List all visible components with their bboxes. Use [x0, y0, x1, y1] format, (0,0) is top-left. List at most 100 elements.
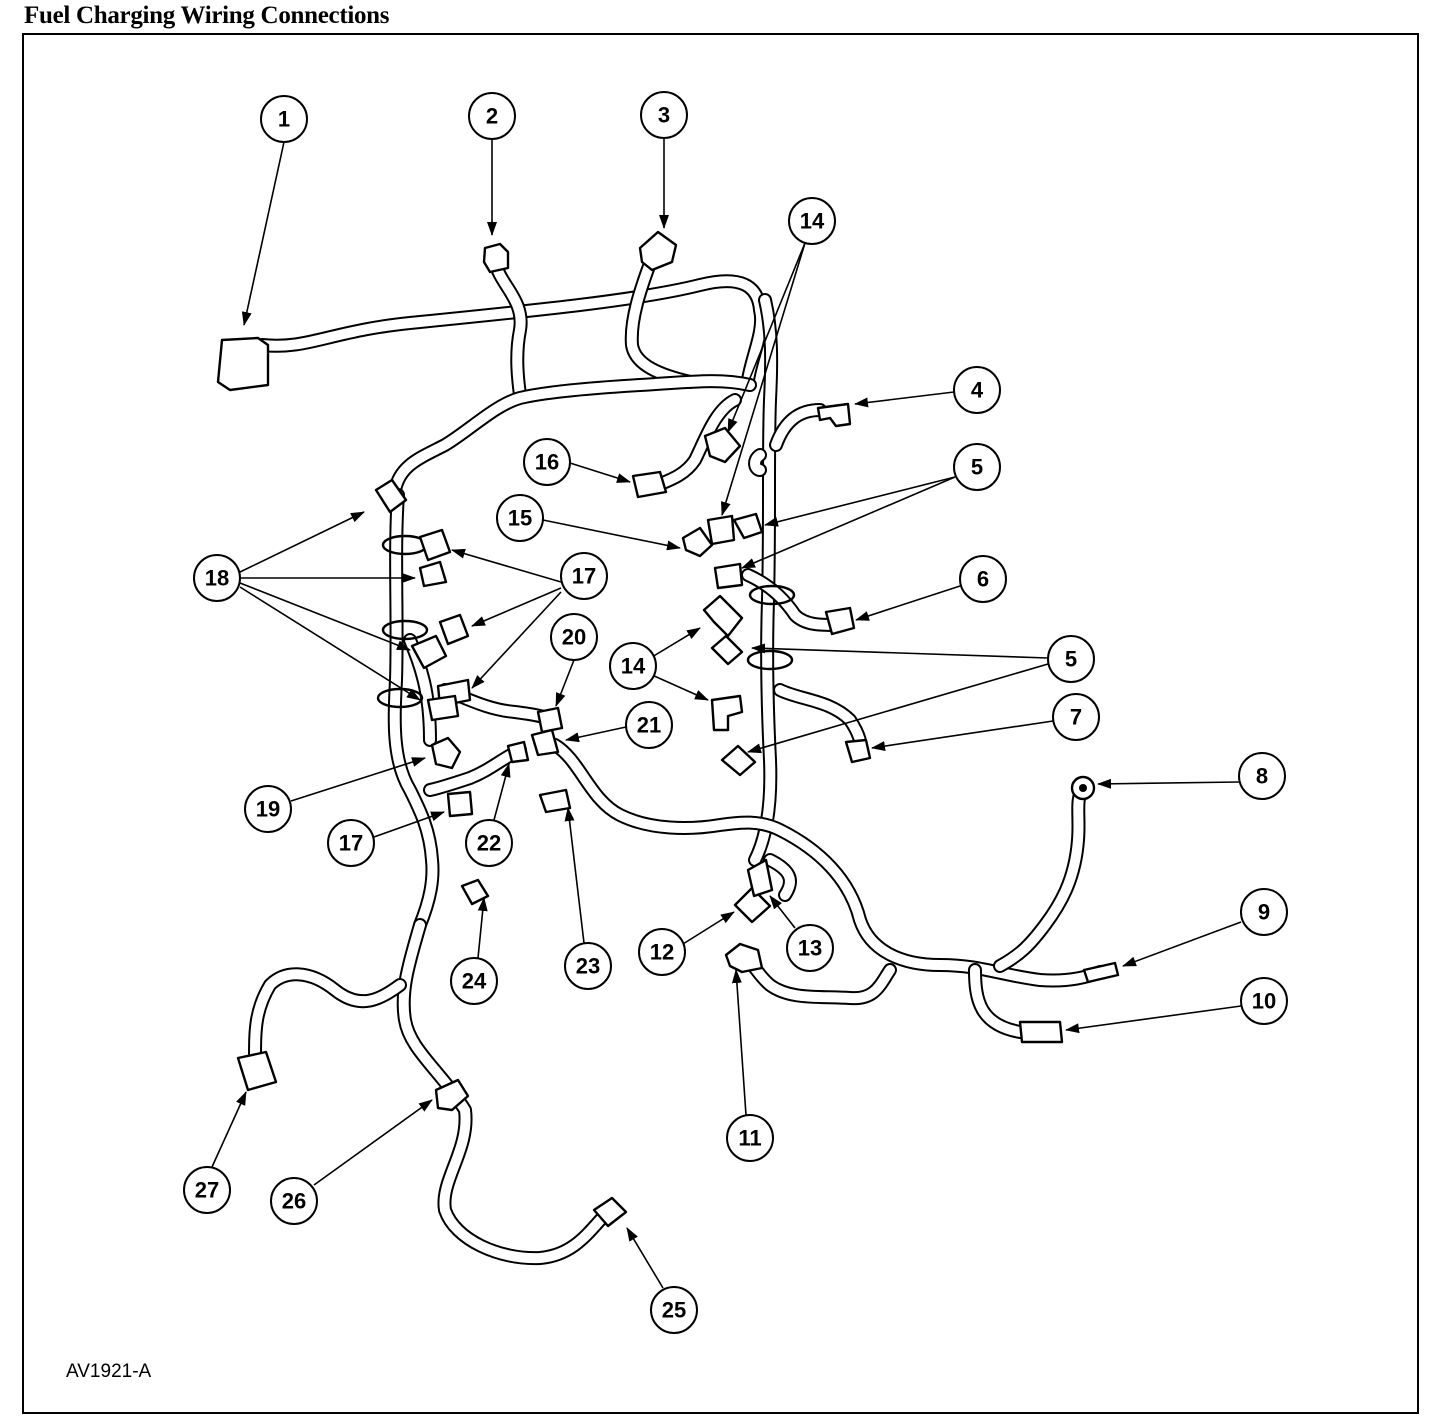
leader-line-37 [211, 1091, 247, 1168]
diagram-title: Fuel Charging Wiring Connections [24, 2, 390, 29]
callout-13: 13 [786, 924, 834, 972]
wire-bundle-core-19 [425, 745, 525, 795]
connector-17b [438, 613, 470, 646]
wire-bundle-core-4 [390, 376, 755, 495]
svg-text:17: 17 [572, 564, 596, 589]
connector-9 [1082, 961, 1120, 984]
callout-18: 18 [193, 554, 241, 602]
callout-10: 10 [1240, 977, 1288, 1025]
leader-line-6 [854, 391, 955, 408]
connector-4 [816, 402, 852, 428]
leader-line-28 [373, 811, 445, 838]
connector-14d [710, 694, 744, 732]
svg-text:23: 23 [576, 954, 600, 979]
connector-group [216, 230, 1120, 1228]
leader-line-27 [290, 757, 426, 802]
svg-text:4: 4 [971, 378, 984, 403]
connector-15 [681, 526, 714, 558]
svg-text:8: 8 [1256, 764, 1268, 789]
svg-text:19: 19 [256, 797, 280, 822]
connector-14b [706, 514, 736, 546]
callout-25: 25 [650, 1286, 698, 1334]
leader-line-32 [769, 895, 796, 929]
callout-4: 4 [953, 366, 1001, 414]
wire-bundle-core-16 [995, 783, 1088, 971]
wire-clip-3 [376, 687, 424, 709]
leader-line-11 [239, 511, 365, 573]
connector-21 [530, 728, 560, 757]
leader-line-24 [565, 726, 627, 743]
leader-line-7 [569, 462, 631, 483]
connector-3 [638, 230, 678, 272]
wire-bundle-core-10 [750, 450, 765, 475]
connector-25 [592, 1196, 628, 1228]
wire-bundle-core-18 [743, 957, 895, 1004]
callout-5: 5 [1047, 635, 1095, 683]
leader-line-38 [313, 1099, 433, 1186]
callout-22: 22 [465, 819, 513, 867]
callout-2: 2 [468, 92, 516, 140]
svg-text:6: 6 [977, 567, 989, 592]
connector-11 [724, 942, 764, 974]
wire-bundle-core-6 [398, 920, 610, 1264]
wire-bundle-core-11 [771, 405, 825, 450]
callout-11: 11 [726, 1114, 774, 1162]
wire-bundle-core-9 [653, 395, 740, 490]
callout-24: 24 [450, 957, 498, 1005]
wiring-harness [248, 251, 1107, 1266]
connector-5a [732, 512, 764, 540]
callout-7: 7 [1052, 693, 1100, 741]
callout-9: 9 [1240, 888, 1288, 936]
connector-18d [426, 694, 460, 722]
leader-line-9 [741, 476, 956, 569]
leader-line-10 [542, 519, 681, 551]
wire-clip-5 [746, 649, 794, 671]
callout-12: 12 [638, 928, 686, 976]
wire-bundle-core-3 [626, 253, 695, 387]
connector-27 [236, 1050, 278, 1092]
svg-text:21: 21 [637, 713, 661, 738]
leader-line-26 [1097, 778, 1240, 789]
wire-bundle-4 [388, 374, 757, 497]
leader-line-19 [555, 659, 575, 707]
connector-5c [710, 634, 744, 666]
leader-line-4 [727, 242, 806, 433]
wire-bundle-core-21 [765, 855, 795, 900]
leader-line-21 [651, 674, 709, 701]
figure-id: AV1921-A [66, 1361, 152, 1382]
svg-text:1: 1 [278, 107, 290, 132]
connector-10 [1018, 1020, 1064, 1044]
leader-line-15 [451, 548, 562, 583]
svg-text:3: 3 [658, 103, 670, 128]
callout-23: 23 [564, 942, 612, 990]
leader-lines [211, 138, 1242, 1289]
leader-line-1 [241, 141, 285, 326]
leader-line-17 [471, 591, 562, 689]
svg-text:2: 2 [486, 104, 498, 129]
leader-line-39 [626, 1227, 664, 1289]
svg-text:20: 20 [562, 625, 586, 650]
leader-line-5 [721, 242, 806, 516]
diagram-frame [22, 33, 1419, 1414]
svg-text:5: 5 [971, 455, 983, 480]
leader-line-36 [731, 969, 747, 1116]
wire-clip-2 [381, 619, 429, 641]
callout-27: 27 [183, 1166, 231, 1214]
leader-line-14 [239, 586, 421, 701]
connector-14c [702, 594, 744, 638]
svg-text:17: 17 [339, 831, 363, 856]
svg-text:22: 22 [477, 831, 501, 856]
connector-22 [506, 740, 530, 764]
svg-text:7: 7 [1070, 705, 1082, 730]
callout-19: 19 [244, 785, 292, 833]
callout-8: 8 [1238, 752, 1286, 800]
wire-bundle-core-7 [250, 969, 405, 1065]
callout-20: 20 [550, 613, 598, 661]
connector-2 [482, 242, 510, 274]
leader-line-18 [855, 585, 961, 621]
connector-18b [418, 560, 448, 588]
svg-text:15: 15 [508, 506, 532, 531]
connector-5b [713, 562, 744, 590]
connector-19 [430, 736, 462, 770]
